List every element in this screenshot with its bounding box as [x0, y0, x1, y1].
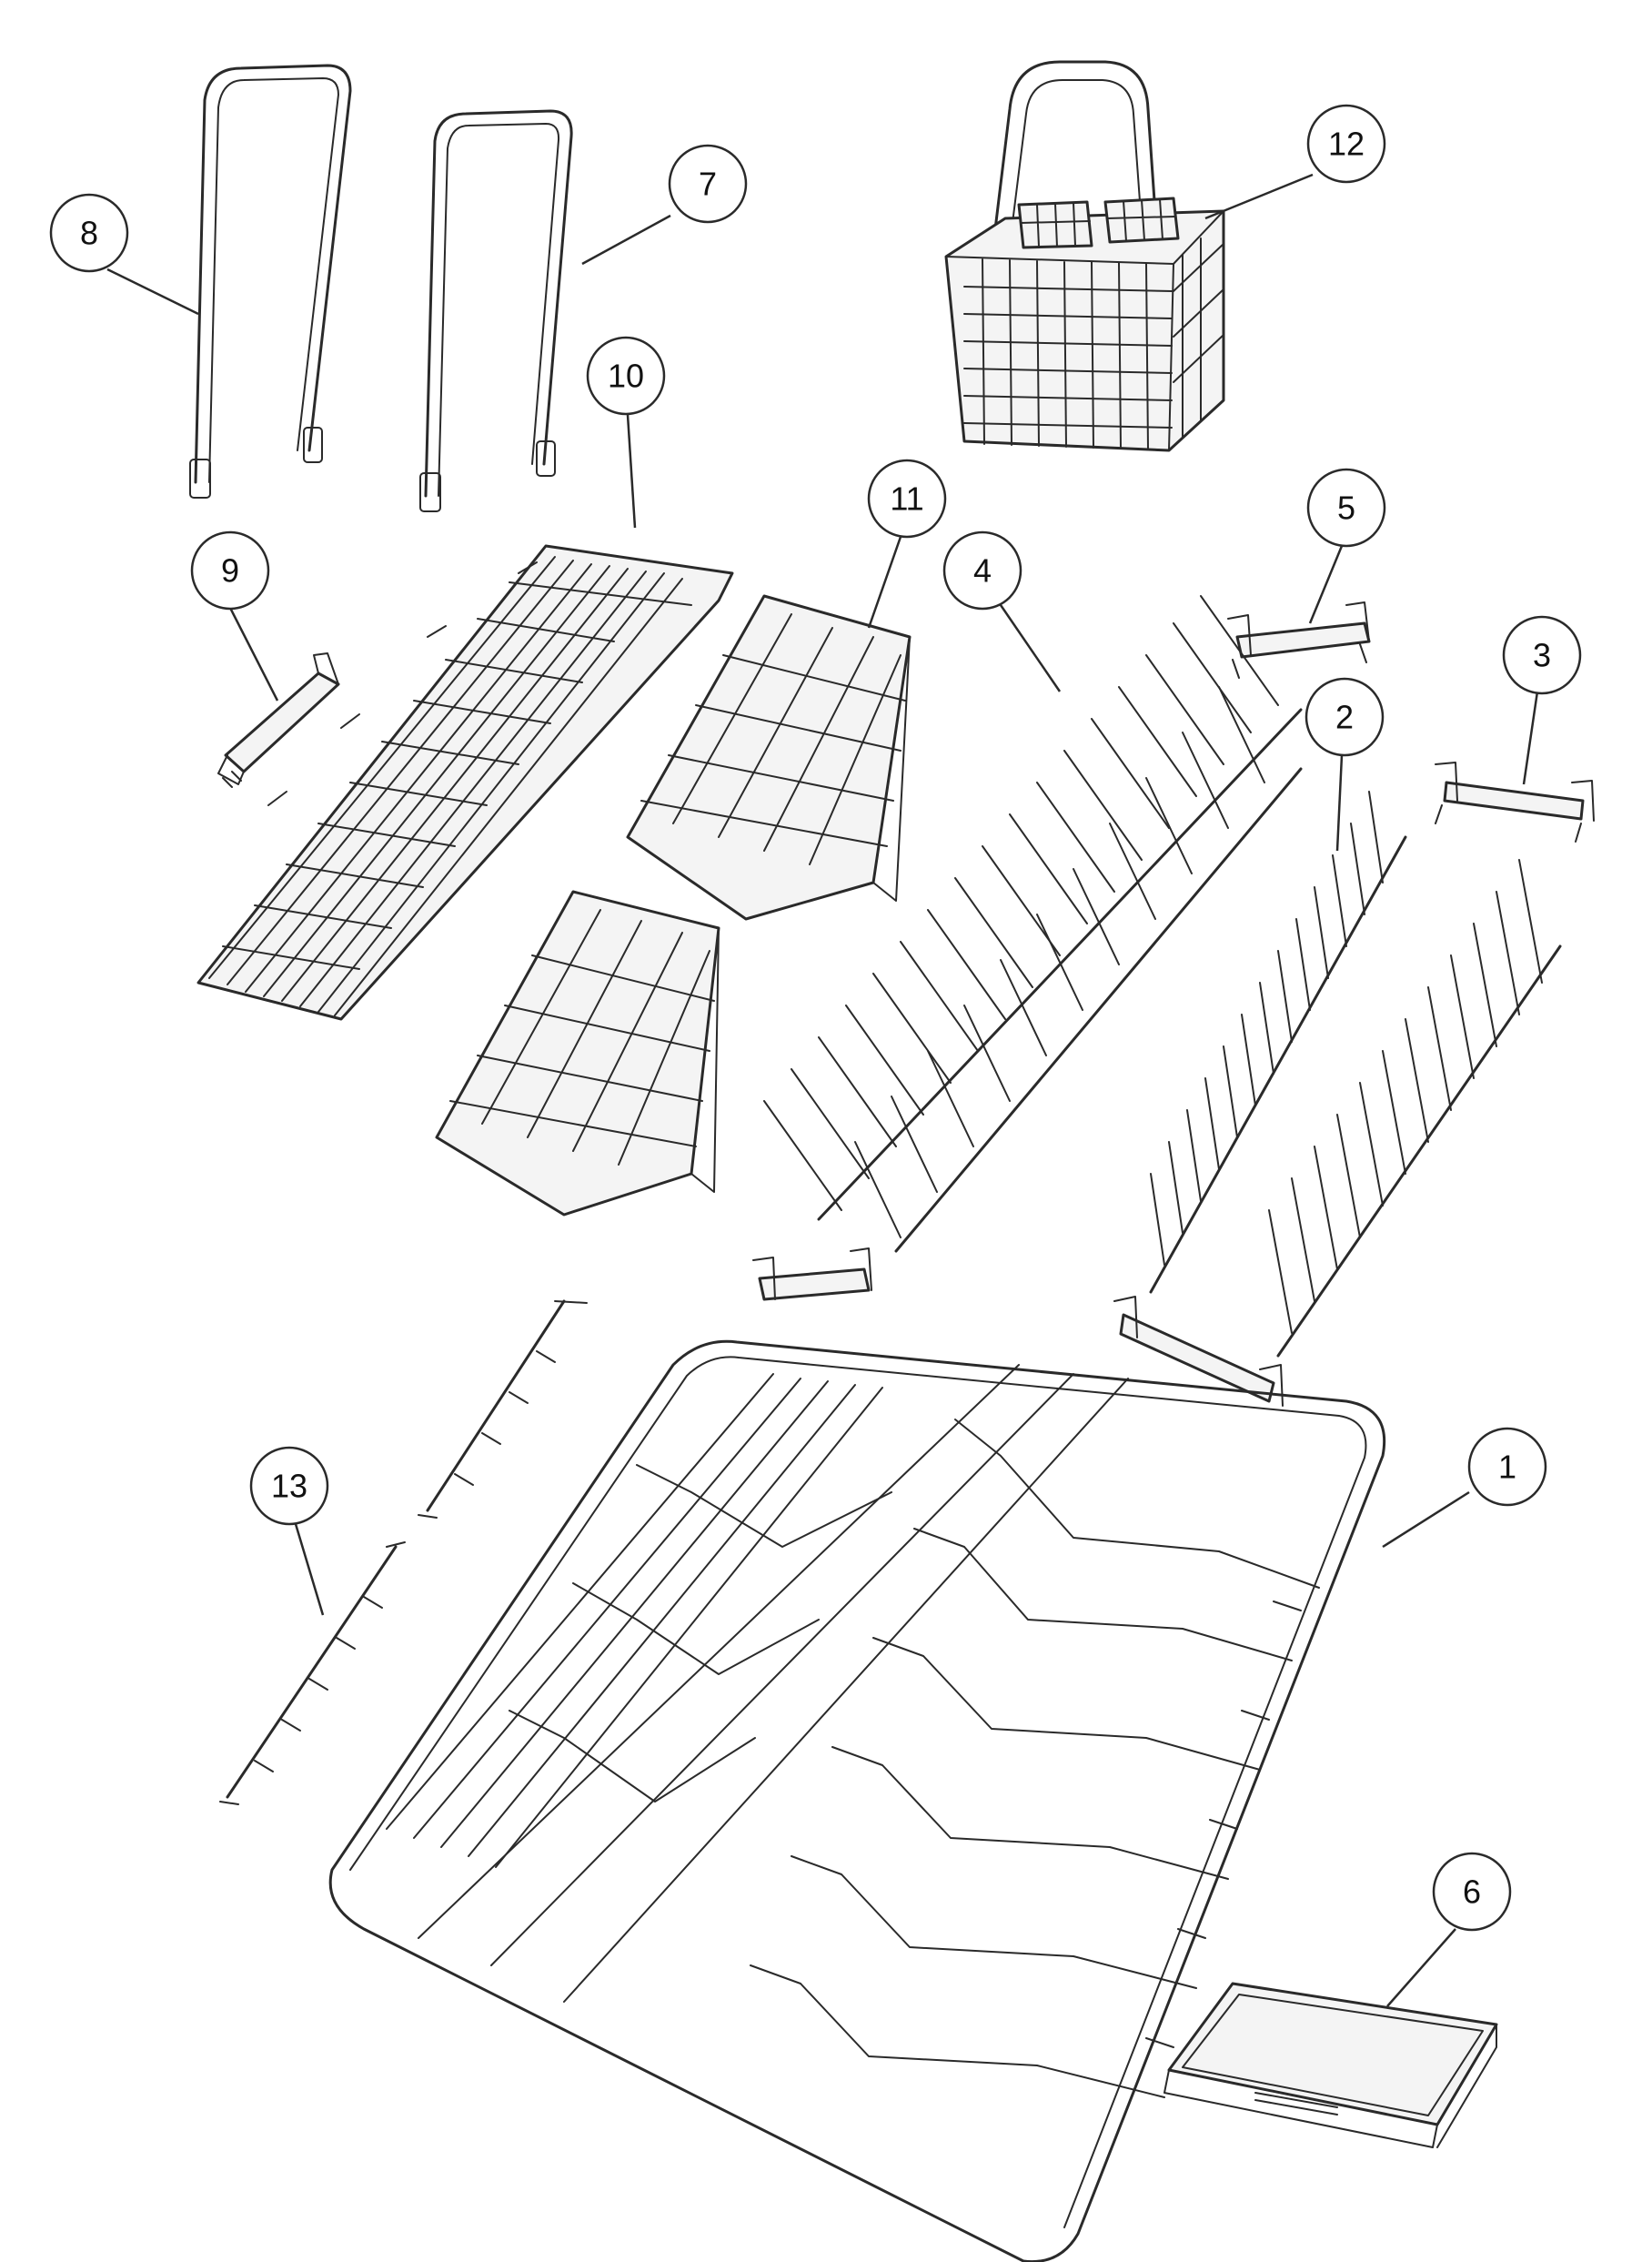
part-11-tine-panels	[435, 594, 912, 1217]
callout-label: 5	[1337, 490, 1355, 527]
callout-11: 11	[867, 459, 947, 539]
callout-circle	[1306, 104, 1386, 184]
callout-label: 13	[271, 1468, 307, 1505]
callout-label: 8	[80, 215, 98, 252]
leader-7	[581, 214, 671, 266]
part-9-clip	[217, 652, 340, 788]
leader-3	[1522, 691, 1539, 785]
leader-lines	[106, 173, 1539, 2007]
part-12-cutlery-basket	[944, 60, 1225, 452]
callout-label: 3	[1533, 637, 1551, 674]
leader-10	[626, 414, 637, 529]
callout-1: 1	[1467, 1427, 1547, 1507]
callout-circle	[49, 193, 129, 273]
callout-4: 4	[942, 530, 1022, 611]
callout-circle	[249, 1446, 329, 1526]
part-6-tray	[1163, 1982, 1498, 2148]
callout-label: 1	[1498, 1449, 1516, 1486]
leader-6	[1386, 1928, 1456, 2007]
callout-label: 2	[1335, 699, 1354, 736]
part-2-tine-row	[1113, 791, 1562, 1407]
leader-8	[106, 268, 199, 316]
callout-2: 2	[1304, 677, 1385, 757]
callout-circle	[1432, 1852, 1512, 1932]
leader-12	[1204, 173, 1314, 220]
callout-circle	[668, 144, 748, 224]
part-10-folding-section	[196, 544, 734, 1021]
callout-label: 9	[221, 552, 239, 590]
callout-circle	[867, 459, 947, 539]
callout-label: 12	[1328, 126, 1365, 163]
callout-label: 11	[890, 480, 923, 518]
leader-1	[1382, 1490, 1470, 1549]
part-13-side-rails	[219, 1299, 588, 1805]
callout-9: 9	[190, 530, 270, 611]
callout-label: 10	[608, 358, 644, 395]
part-5-clip	[1227, 601, 1371, 679]
callout-label: 6	[1463, 1873, 1481, 1911]
basket-grid	[963, 237, 1224, 450]
leader-2	[1335, 754, 1344, 852]
callout-12: 12	[1306, 104, 1386, 184]
leader-13	[294, 1523, 325, 1616]
callout-circle	[1502, 615, 1582, 695]
callout-circle	[1306, 468, 1386, 548]
leader-4	[999, 604, 1062, 692]
callout-label: 7	[699, 166, 717, 203]
callout-circle	[942, 530, 1022, 611]
part-8-handle	[189, 64, 352, 499]
callout-label: 4	[973, 552, 992, 590]
callout-circle	[1304, 677, 1385, 757]
part-3-clip	[1435, 762, 1595, 843]
callout-circle	[586, 336, 666, 416]
callout-3: 3	[1502, 615, 1582, 695]
leader-9	[228, 607, 279, 702]
part-1-rack-frame	[328, 1339, 1386, 2262]
callout-10: 10	[586, 336, 666, 416]
part-7-handle	[419, 109, 573, 512]
callout-circle	[190, 530, 270, 611]
callout-7: 7	[668, 144, 748, 224]
part-4-tine-row	[752, 595, 1303, 1301]
callout-8: 8	[49, 193, 129, 273]
callout-5: 5	[1306, 468, 1386, 548]
callout-6: 6	[1432, 1852, 1512, 1932]
callout-13: 13	[249, 1446, 329, 1526]
leader-5	[1308, 545, 1344, 624]
callout-circle	[1467, 1427, 1547, 1507]
leader-11	[867, 536, 902, 629]
